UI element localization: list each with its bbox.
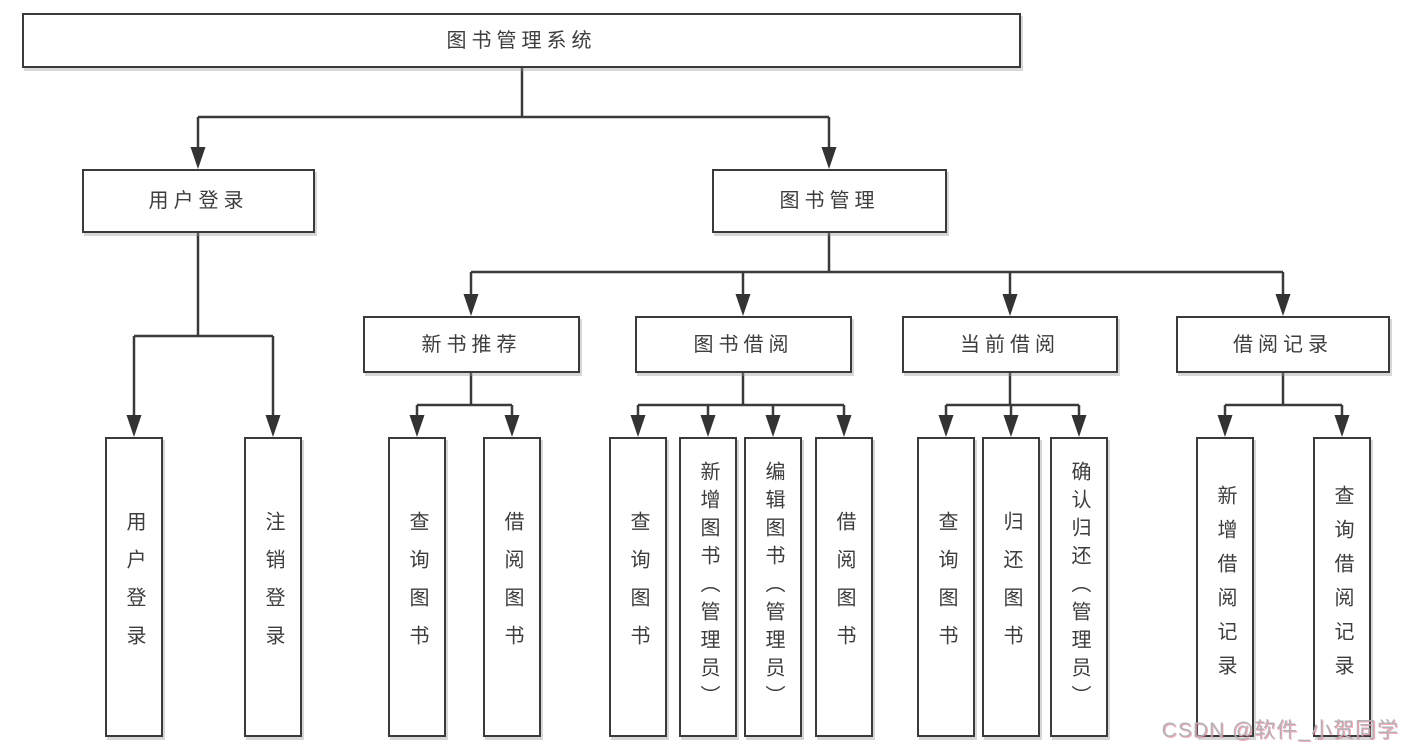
node-borrowing-records: 借阅记录 xyxy=(1176,316,1390,373)
node-book-borrowing: 图书借阅 xyxy=(635,316,852,373)
leaf-borrow-borrow-books: 借阅图书 xyxy=(815,437,873,737)
leaf-borrow-query-books: 查询图书 xyxy=(609,437,667,737)
leaf-current-confirm-return-admin: 确认归还（管理员） xyxy=(1050,437,1108,737)
connector-records-children xyxy=(1217,373,1350,437)
node-new-book-recommend: 新书推荐 xyxy=(363,316,580,373)
leaf-current-return-books: 归还图书 xyxy=(982,437,1040,737)
watermark: CSDN @软件_小贺同学 xyxy=(1161,719,1399,742)
connector-book-management-children xyxy=(463,233,1291,316)
connector-current-children xyxy=(938,373,1087,437)
node-user-login: 用户登录 xyxy=(82,169,315,233)
leaf-borrow-edit-books-admin: 编辑图书（管理员） xyxy=(744,437,802,737)
node-current-borrowing: 当前借阅 xyxy=(902,316,1118,373)
node-book-management: 图书管理 xyxy=(712,169,947,233)
leaf-current-query-books: 查询图书 xyxy=(917,437,975,737)
connector-borrow-children xyxy=(630,373,852,437)
connector-recommend-children xyxy=(409,373,520,437)
leaf-records-add-record: 新增借阅记录 xyxy=(1196,437,1254,737)
leaf-records-query-record: 查询借阅记录 xyxy=(1313,437,1371,737)
connector-user-login-children xyxy=(126,233,281,437)
leaf-borrow-add-books-admin: 新增图书（管理员） xyxy=(679,437,737,737)
leaf-logout-login: 注销登录 xyxy=(244,437,302,737)
node-root-library-management-system: 图书管理系统 xyxy=(22,13,1021,68)
leaf-recommend-query-books: 查询图书 xyxy=(388,437,446,737)
leaf-user-login: 用户登录 xyxy=(105,437,163,737)
leaf-recommend-borrow-books: 借阅图书 xyxy=(483,437,541,737)
connector-root-to-level2 xyxy=(190,68,837,169)
